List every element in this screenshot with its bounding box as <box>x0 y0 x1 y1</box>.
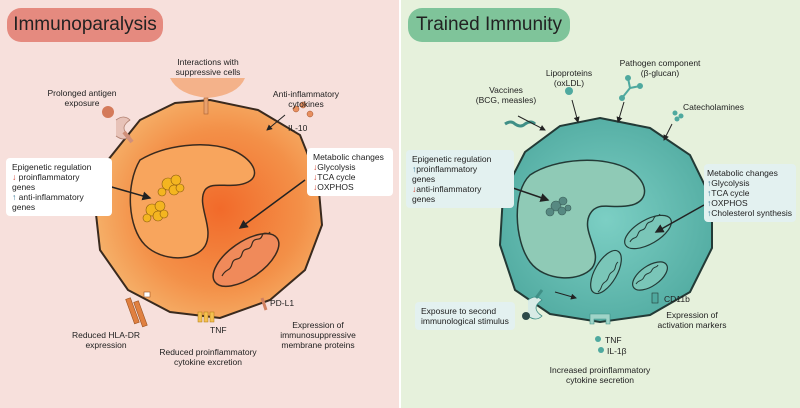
il10-arrow <box>266 114 286 131</box>
catecholamine-arrow <box>663 123 673 141</box>
beta-glucan-particle <box>619 75 643 101</box>
lipoproteins-label: Lipoproteins(oxLDL) <box>545 68 593 88</box>
second-stimulus-arrow <box>554 291 577 300</box>
catecholamine-particles <box>672 110 684 122</box>
pdl1-label: PD-L1 <box>270 298 295 308</box>
trained-immunity-title: Trained Immunity <box>408 8 570 42</box>
cd11b-label: CD11b <box>664 294 690 304</box>
left-metabolic-title: Metabolic changes <box>313 152 384 162</box>
pdl1-marker <box>260 297 268 311</box>
right-metabolic-title: Metabolic changes <box>707 168 778 178</box>
left-epigenetic-title: Epigenetic regulation <box>12 162 92 172</box>
left-mitochondrion <box>212 231 280 288</box>
lipoprotein-arrow <box>571 99 580 123</box>
left-nucleus <box>129 144 256 259</box>
il10-label: IL-10 <box>288 123 308 133</box>
immunoparalysis-title: Immunoparalysis <box>7 8 163 42</box>
left-tnf-label: TNF <box>210 325 227 335</box>
pathogen-component-label: Pathogen component(β-glucan) <box>619 58 701 78</box>
catecholamines-label: Catecholamines <box>683 102 744 112</box>
trained-immunity-cell <box>498 116 713 324</box>
lipoprotein-particle <box>565 87 573 95</box>
right-epigenetic-title: Epigenetic regulation <box>412 154 492 164</box>
beta-glucan-arrow <box>616 101 625 123</box>
left-chromatin <box>142 174 185 223</box>
immunoparalysis-cell <box>93 98 324 320</box>
il10-cytokines <box>292 101 314 118</box>
suppressive-cell <box>170 78 245 98</box>
tnf-receptor <box>197 311 215 323</box>
right-tnf-label: TNF <box>605 335 622 345</box>
suppressive-receptor <box>203 97 209 115</box>
cytokine-receptor <box>589 313 611 325</box>
antigen-receptor <box>102 106 134 144</box>
vaccine-arrow <box>517 115 546 131</box>
il1b-label: IL-1β <box>607 346 627 356</box>
second-stimulus-receptor <box>522 289 544 320</box>
right-metabolic-box: Metabolic changes ↑Glycolysis ↑TCA cycle… <box>704 164 796 222</box>
vaccines-label: Vaccines(BCG, measles) <box>475 85 537 105</box>
left-metabolic-box: Metabolic changes ↓Glycolysis ↓TCA cycle… <box>307 148 393 196</box>
secreted-cytokines <box>595 336 604 353</box>
left-epigenetic-box: Epigenetic regulation ↓ proinflammatory … <box>6 158 112 216</box>
right-metabolic-arrow <box>654 204 705 233</box>
left-metabolic-arrow <box>238 179 306 229</box>
cd11b-marker <box>651 292 659 304</box>
right-nucleus <box>516 159 646 279</box>
right-mitochondria <box>590 213 672 295</box>
right-epigenetic-box: Epigenetic regulation ↑proinflammatory g… <box>406 150 514 208</box>
right-chromatin <box>545 196 572 217</box>
hla-dr-receptor <box>125 291 151 328</box>
